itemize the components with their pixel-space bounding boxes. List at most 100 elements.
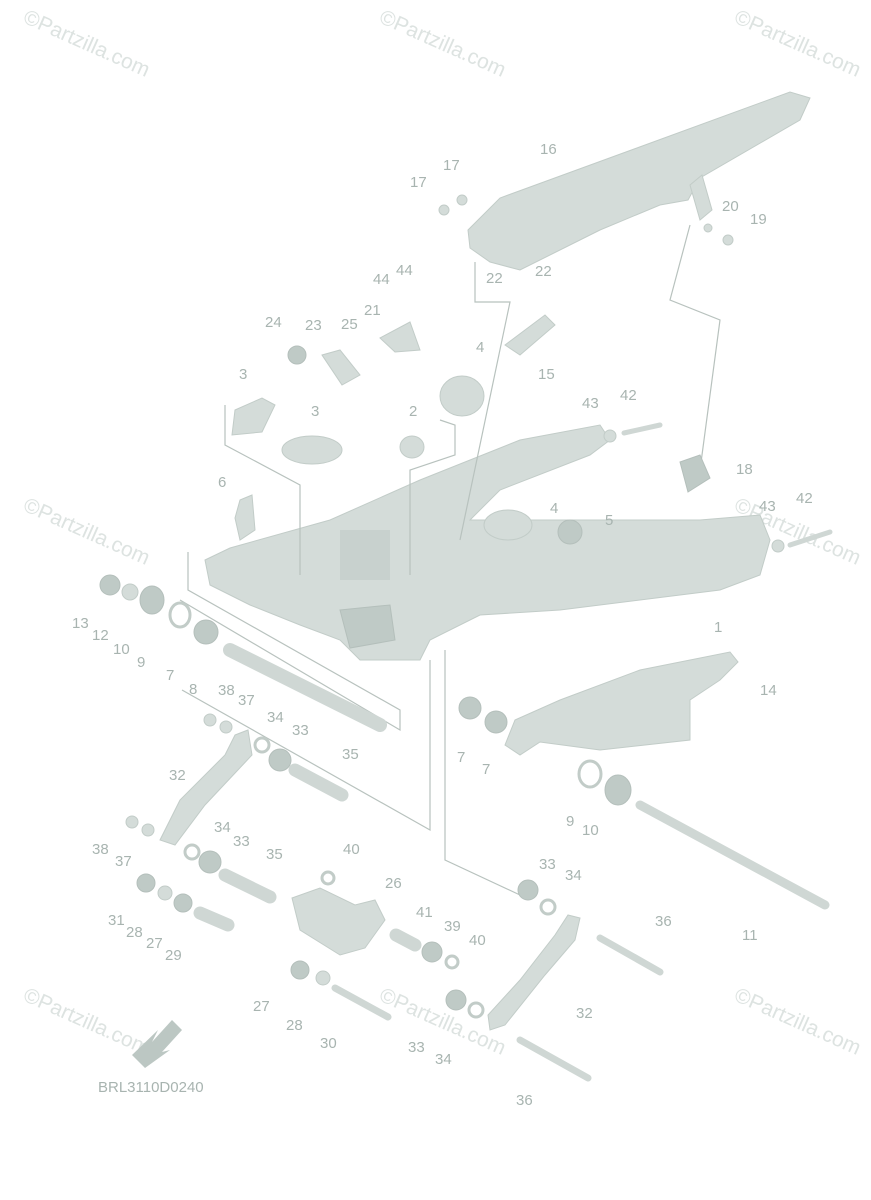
watermark: ©Partzilla.com (376, 6, 509, 82)
callout: 5 (605, 512, 613, 529)
bracket-15 (504, 314, 556, 356)
callout: 9 (566, 813, 574, 830)
link-rod-32b (487, 914, 581, 1031)
bearing-7c (484, 710, 508, 734)
callout: 22 (486, 270, 503, 287)
callout: 24 (265, 314, 282, 331)
callout: 38 (218, 682, 235, 699)
washer-37b (141, 823, 155, 837)
leader-line (459, 262, 511, 541)
callout: 10 (582, 822, 599, 839)
callout: 32 (169, 767, 186, 784)
leader-line (669, 224, 721, 471)
leader-line (444, 650, 521, 896)
callout: 33 (233, 833, 250, 850)
callout: 34 (267, 709, 284, 726)
sleeve-35b (218, 868, 277, 904)
seal-10b (604, 774, 632, 806)
callout: 29 (165, 947, 182, 964)
washer-38a (203, 713, 217, 727)
leader-line (409, 419, 456, 575)
washer-28a (157, 885, 173, 901)
cover-4-top (439, 375, 485, 417)
sleeve-35a (288, 763, 349, 802)
callout: 22 (535, 263, 552, 280)
callout: 33 (292, 722, 309, 739)
callout: 23 (305, 317, 322, 334)
clip-24 (287, 345, 307, 365)
callout: 16 (540, 141, 557, 158)
callout: 2 (409, 403, 417, 420)
callout: 1 (714, 619, 722, 636)
callout: 33 (539, 856, 556, 873)
swingarm-window (340, 530, 390, 580)
callout: 40 (343, 841, 360, 858)
watermark: ©Partzilla.com (731, 6, 864, 82)
cover-4-mid (483, 509, 533, 541)
washer-12 (121, 583, 139, 601)
bolt-42-right (787, 529, 833, 548)
callout: 11 (742, 927, 758, 944)
callout: 34 (565, 867, 582, 884)
sleeve-29 (193, 906, 235, 932)
callout: 7 (166, 667, 174, 684)
collar-40a (320, 870, 336, 886)
callout: 20 (722, 198, 739, 215)
callout: 44 (396, 262, 413, 279)
callout: 25 (341, 316, 358, 333)
bearing-33c (445, 989, 467, 1011)
callout: 7 (457, 749, 465, 766)
leader-line (224, 405, 301, 575)
callout: 28 (126, 924, 143, 941)
callout: 39 (444, 918, 461, 935)
link-rod-32a (159, 729, 253, 846)
chain-case (467, 91, 811, 271)
bearing-27a (173, 893, 193, 913)
bolt-17a (438, 204, 450, 216)
bolt-36a (596, 934, 664, 976)
callout: 34 (435, 1051, 452, 1068)
seal-34a (253, 736, 271, 754)
bolt-42-top (621, 422, 663, 436)
callout: 42 (796, 490, 813, 507)
chain-guide-18 (679, 454, 711, 493)
callout: 36 (655, 913, 672, 930)
leader-line (181, 660, 431, 832)
bearing-7a (193, 619, 219, 645)
relay-block-26 (291, 887, 386, 956)
bearing-13 (99, 574, 121, 596)
callout: 19 (750, 211, 767, 228)
callout: 35 (266, 846, 283, 863)
callout: 38 (92, 841, 109, 858)
callout: 31 (108, 912, 125, 929)
callout: 7 (482, 761, 490, 778)
washer-37a (219, 720, 233, 734)
callout: 33 (408, 1039, 425, 1056)
callout: 34 (214, 819, 231, 836)
seal-34d (539, 898, 557, 916)
watermark: ©Partzilla.com (20, 6, 153, 82)
callout: 10 (113, 641, 130, 658)
callout: 12 (92, 627, 109, 644)
callout: 36 (516, 1092, 533, 1109)
callout: 41 (416, 904, 433, 921)
callout: 28 (286, 1017, 303, 1034)
watermark: ©Partzilla.com (20, 494, 153, 570)
bearing-33b (198, 850, 222, 874)
callout: 8 (189, 681, 197, 698)
swingarm-pivot-boss (339, 604, 396, 649)
callout: 43 (759, 498, 776, 515)
callout: 27 (146, 935, 163, 952)
callout: 3 (239, 366, 247, 383)
callouts: 1 2 3 3 4 4 5 6 7 7 7 8 9 9 10 10 11 12 … (72, 141, 813, 1109)
callout: 17 (443, 157, 460, 174)
bearing-39 (421, 941, 443, 963)
bolt-17b (456, 194, 468, 206)
clamp-23 (321, 349, 361, 386)
cap-2 (399, 435, 425, 459)
watermark: ©Partzilla.com (731, 984, 864, 1060)
bolt-30 (331, 984, 392, 1021)
callout: 6 (218, 474, 226, 491)
chain-case-bracket (689, 174, 713, 221)
callout: 14 (760, 682, 777, 699)
